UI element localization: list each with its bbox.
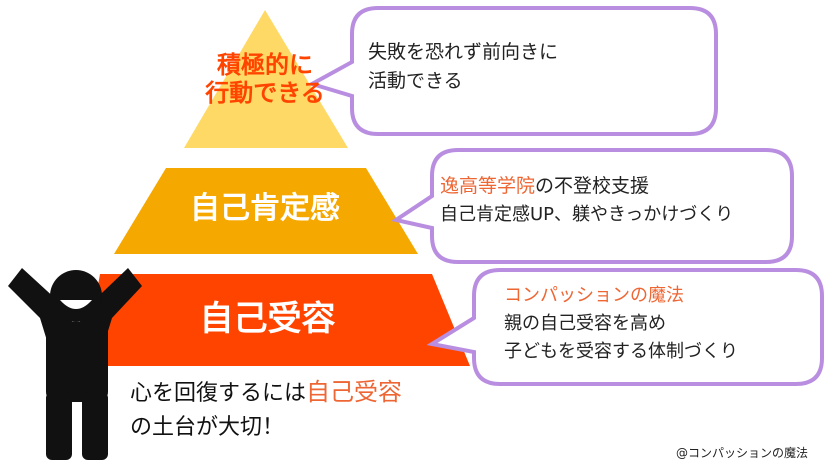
bubble-middle-line2: 自己肯定感UP、躾やきっかけづくり bbox=[440, 204, 734, 226]
caption-line1: 心を回復するには自己受容 bbox=[130, 374, 402, 411]
bubble-bottom-text: コンパッションの魔法 親の自己受容を高め 子どもを受容する体制づくり bbox=[504, 282, 738, 366]
bubble-top-line2: 活動できる bbox=[368, 70, 463, 93]
bubble-bottom-title: コンパッションの魔法 bbox=[504, 285, 684, 306]
caption-part1: 心を回復するには bbox=[130, 381, 307, 406]
bubble-middle-line1-rest: の不登校支援 bbox=[535, 175, 650, 197]
bubble-middle-highlight: 逸高等学院 bbox=[440, 175, 536, 197]
pyramid-bottom-tier bbox=[84, 274, 470, 366]
tier-top-label-line2: 行動できる bbox=[205, 78, 325, 107]
cheering-person-icon bbox=[8, 268, 142, 460]
bubble-top-line1: 失敗を恐れず前向きに bbox=[368, 41, 559, 63]
caption-highlight: 自己受容 bbox=[306, 378, 403, 406]
bubble-middle bbox=[390, 148, 794, 264]
caption-line2: の土台が大切！ bbox=[130, 415, 285, 441]
bubble-middle-text: 逸高等学院の不登校支援 自己肯定感UP、躾やきっかけづくり bbox=[440, 172, 733, 229]
bubble-top-text: 失敗を恐れず前向きに 活動できる bbox=[368, 38, 558, 97]
pyramid-middle-tier bbox=[114, 168, 418, 254]
tier-top-label: 積極的に 行動できる bbox=[190, 51, 340, 107]
tier-bottom-label: 自己受容 bbox=[199, 299, 336, 339]
bubble-middle-line1: 逸高等学院の不登校支援 bbox=[440, 172, 733, 201]
bubble-bottom-line1: 親の自己受容を高め bbox=[504, 312, 666, 334]
bubble-bottom-line2: 子どもを受容する体制づくり bbox=[504, 340, 738, 362]
caption: 心を回復するには自己受容 の土台が大切！ bbox=[130, 374, 402, 445]
tier-middle-label: 自己肯定感 bbox=[190, 191, 340, 226]
bubble-top bbox=[306, 6, 718, 136]
bubble-bottom bbox=[426, 268, 824, 386]
pyramid-top-tier bbox=[184, 10, 348, 148]
tier-top-label-line1: 積極的に bbox=[217, 51, 313, 79]
credit-label: @コンパッションの魔法 bbox=[676, 446, 809, 460]
